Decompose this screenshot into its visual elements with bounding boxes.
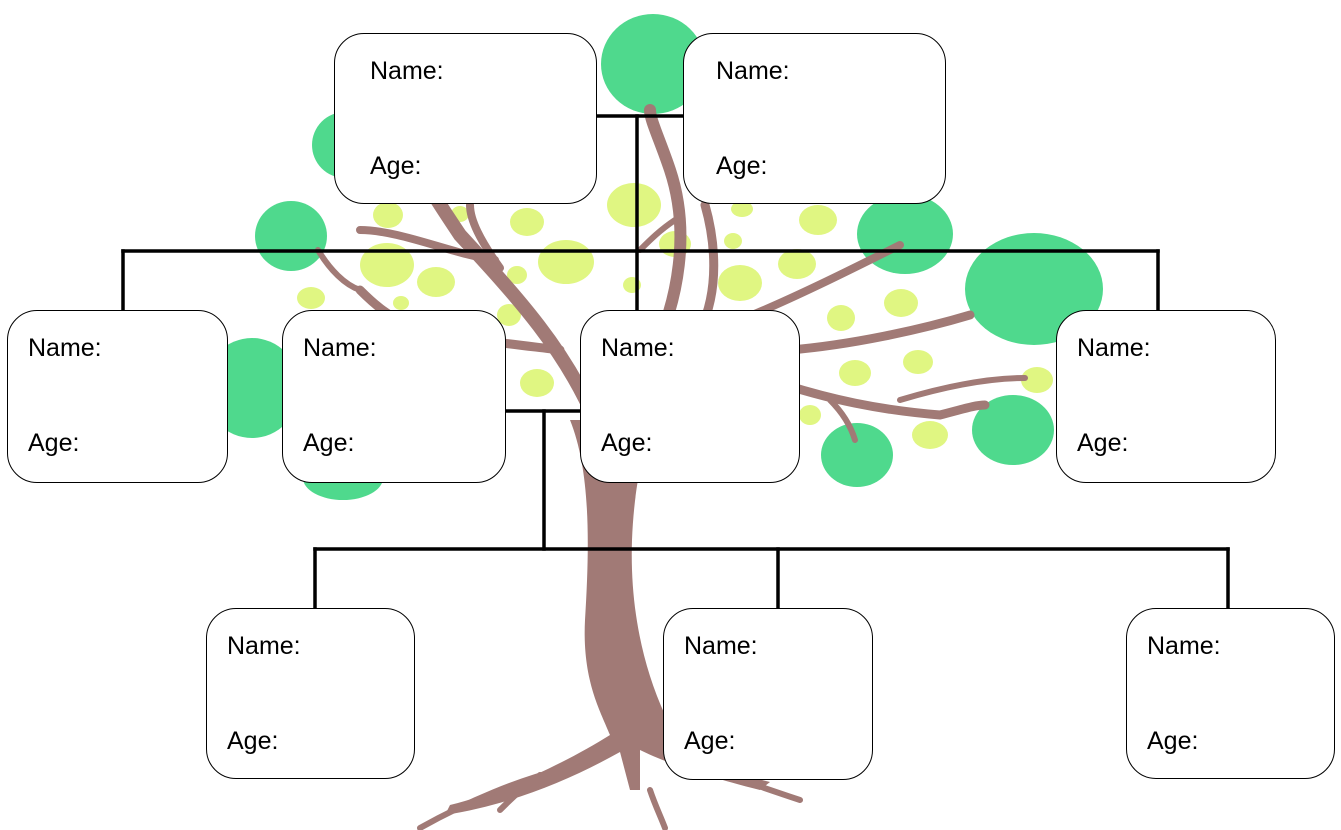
name-label: Name: [1077, 334, 1151, 362]
person-card-child-3[interactable]: Name: Age: [1126, 608, 1335, 779]
connector-lines [121, 114, 1230, 611]
name-label: Name: [601, 334, 675, 362]
age-label: Age: [684, 727, 736, 755]
age-label: Age: [370, 152, 422, 180]
age-label: Age: [1147, 727, 1199, 755]
age-label: Age: [28, 429, 80, 457]
person-card-grandparent-left[interactable]: Name: Age: [334, 33, 597, 204]
person-card-grandparent-right[interactable]: Name: Age: [683, 33, 946, 204]
root-branch [417, 762, 803, 830]
person-card-parent-3[interactable]: Name: Age: [580, 310, 800, 483]
person-card-child-1[interactable]: Name: Age: [206, 608, 415, 779]
light-leaf-dots [297, 183, 1053, 449]
name-label: Name: [1147, 632, 1221, 660]
age-label: Age: [1077, 429, 1129, 457]
name-label: Name: [370, 57, 444, 85]
person-card-child-2[interactable]: Name: Age: [663, 608, 873, 780]
tree-trunk [445, 420, 770, 815]
age-label: Age: [303, 429, 355, 457]
person-card-parent-4[interactable]: Name: Age: [1056, 310, 1276, 483]
age-label: Age: [601, 429, 653, 457]
person-card-parent-2[interactable]: Name: Age: [282, 310, 506, 483]
age-label: Age: [227, 727, 279, 755]
name-label: Name: [303, 334, 377, 362]
name-label: Name: [684, 632, 758, 660]
age-label: Age: [716, 152, 768, 180]
name-label: Name: [227, 632, 301, 660]
name-label: Name: [716, 57, 790, 85]
name-label: Name: [28, 334, 102, 362]
person-card-parent-1[interactable]: Name: Age: [7, 310, 228, 483]
